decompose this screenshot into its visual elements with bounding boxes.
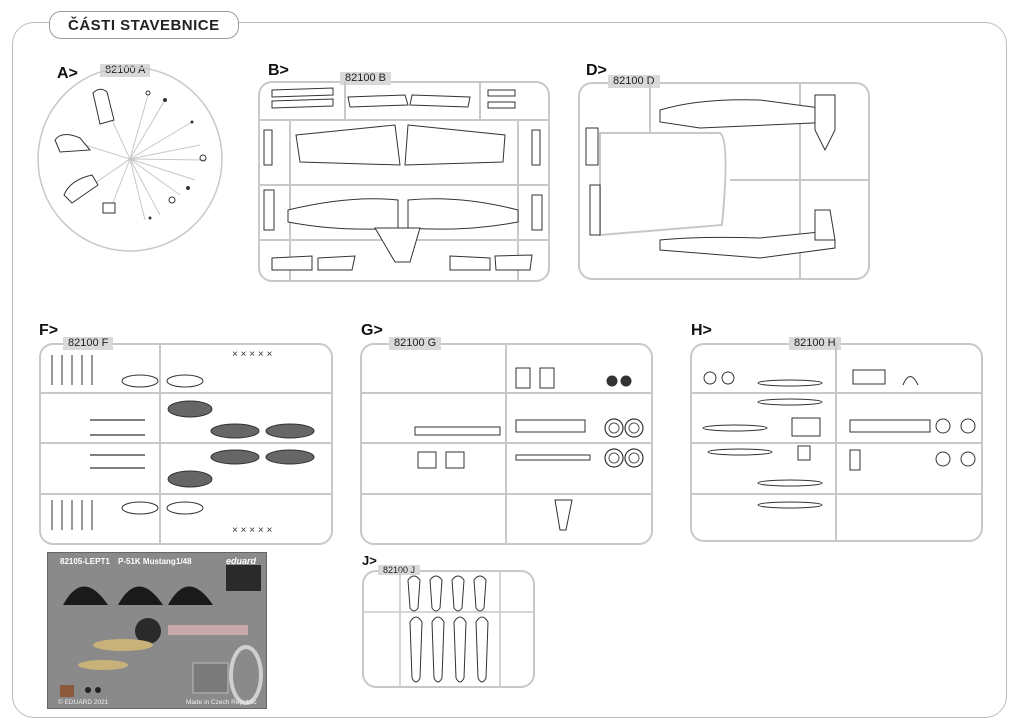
photoetch-parts (60, 565, 263, 705)
page-title: ČÁSTI STAVEBNICE (49, 11, 239, 39)
section-g-letter: G> (361, 322, 383, 339)
photoetch-origin: Made in Czech Republic (186, 699, 257, 706)
section-a-letter: A> (57, 65, 78, 82)
section-d-letter: D> (586, 62, 607, 79)
section-f-code: 82100 F (63, 337, 114, 350)
section-h-code: 82100 H (789, 337, 841, 350)
section-j-code: 82100 J (378, 565, 421, 575)
sprue-b (258, 81, 550, 282)
section-b-code: 82100 B (340, 72, 391, 85)
eduard-logo: eduard (226, 556, 257, 566)
photoetch-copyright: © EDUARD 2021 (58, 699, 109, 706)
photoetch-code: 82105-LEPT1 (60, 557, 110, 566)
svg-text:× × × × ×: × × × × × (232, 525, 272, 536)
photoetch-sheet: 82105-LEPT1 P-51K Mustang 1/48 eduard © … (47, 552, 267, 709)
sprue-d (585, 82, 870, 280)
sprue-f: × × × × × × × × × × (39, 343, 333, 545)
page-frame (12, 22, 1007, 718)
section-d-code: 82100 D (608, 75, 660, 88)
section-h-letter: H> (691, 322, 712, 339)
sprue-g (360, 343, 653, 545)
section-j-letter: J> (362, 553, 377, 568)
sprue-a (37, 66, 223, 252)
sprue-j-frame (362, 570, 535, 688)
photoetch-name: P-51K Mustang (118, 557, 176, 566)
photoetch-scale: 1/48 (176, 557, 192, 566)
svg-text:× × × × ×: × × × × × (232, 349, 272, 360)
page-title-text: ČÁSTI STAVEBNICE (68, 16, 220, 34)
section-b-letter: B> (268, 62, 289, 79)
sprue-h (690, 343, 983, 542)
section-g-code: 82100 G (389, 337, 442, 350)
sprue-j (362, 570, 535, 688)
section-f-letter: F> (39, 322, 59, 339)
